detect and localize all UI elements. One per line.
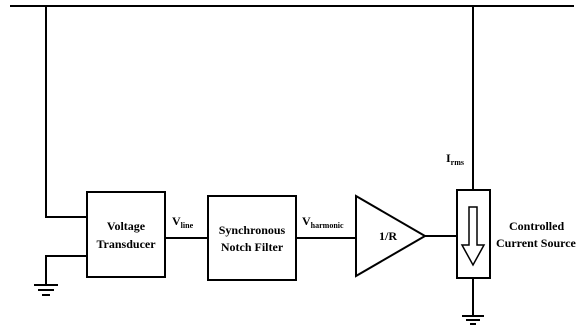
voltage-transducer-label-1: Voltage xyxy=(107,219,146,233)
gain-amplifier-triangle xyxy=(355,194,427,278)
voltage-transducer-label-2: Transducer xyxy=(96,237,156,251)
transducer-ground-wire xyxy=(45,255,87,285)
gain-label: 1/R xyxy=(379,229,397,243)
notch-filter-block xyxy=(207,195,297,281)
current-source-label-2: Current Source xyxy=(496,236,577,250)
ground-symbol-left xyxy=(34,284,58,296)
v-harmonic-label: Vharmonic xyxy=(302,214,344,230)
down-arrow-icon xyxy=(460,206,486,267)
ground-symbol-right xyxy=(462,315,484,325)
i-rms-label: Irms xyxy=(446,151,464,167)
current-source-label-1: Controlled xyxy=(509,219,564,233)
notch-filter-label-1: Synchronous xyxy=(219,223,286,237)
transducer-input-wire xyxy=(45,6,87,218)
notch-filter-label-2: Notch Filter xyxy=(221,240,284,254)
voltage-transducer-block xyxy=(86,191,166,278)
v-line-label: Vline xyxy=(172,214,194,230)
